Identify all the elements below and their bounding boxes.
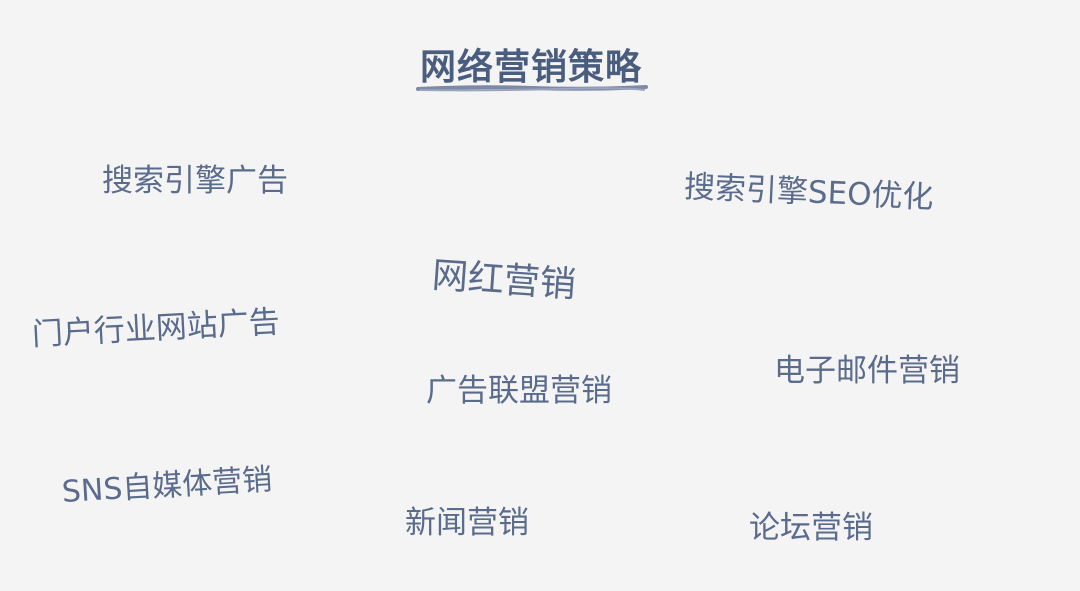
- strategy-item-sns: SNS自媒体营销: [60, 462, 274, 510]
- page-title: 网络营销策略: [420, 47, 643, 88]
- strategy-item-portal-ads: 门户行业网站广告: [31, 304, 281, 353]
- title-underline: [416, 85, 648, 92]
- strategy-item-seo: 搜索引擎SEO优化: [683, 169, 935, 216]
- strategy-item-search-ads: 搜索引擎广告: [102, 163, 288, 199]
- strategy-item-influencer: 网红营销: [430, 255, 578, 306]
- strategy-item-forum: 论坛营销: [749, 510, 873, 546]
- strategy-item-email: 电子邮件营销: [774, 353, 960, 389]
- strategy-item-news: 新闻营销: [405, 505, 529, 541]
- strategy-item-ad-alliance: 广告联盟营销: [426, 373, 612, 409]
